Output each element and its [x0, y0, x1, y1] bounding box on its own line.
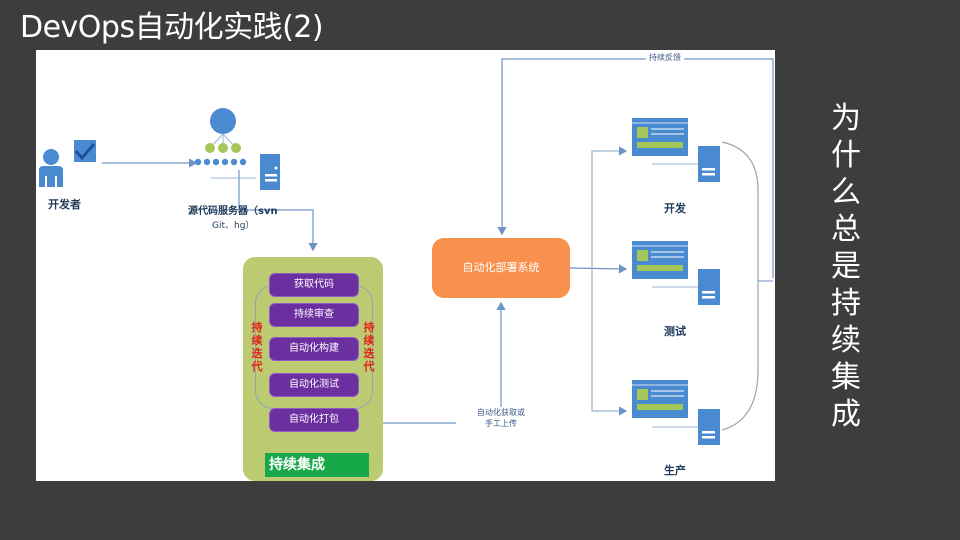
connector-deploy-out	[569, 264, 628, 274]
ci-step-build: 自动化构建	[269, 337, 359, 361]
iteration-char: 持	[363, 321, 375, 334]
env-prod-server-icon	[652, 409, 720, 445]
side-question-char: 总	[831, 212, 861, 247]
repo-label-line1: 源代码服务器（svn	[188, 206, 278, 217]
side-question-char: 集	[831, 360, 861, 395]
iteration-char: 持	[251, 321, 263, 334]
developer-label: 开发者	[48, 198, 81, 211]
feedback-label: 持续反馈	[646, 52, 684, 63]
ci-panel: 获取代码 持续审查 自动化构建 自动化测试 自动化打包 持 续 迭 代 持 续 …	[243, 257, 383, 481]
env-dev-label: 开发	[664, 202, 686, 215]
devops-diagram: 开发者 源代码服务器（svn Git、hg） 持续反馈 获取代码 持续审查 自动…	[36, 50, 775, 481]
side-question-char: 么	[831, 175, 861, 210]
deploy-system-box: 自动化部署系统	[432, 238, 570, 298]
iteration-char: 续	[251, 334, 263, 347]
ci-step-test: 自动化测试	[269, 373, 359, 397]
repo-server-icon	[260, 154, 280, 190]
slide-title: DevOps自动化实践(2)	[20, 10, 324, 45]
ci-step-package: 自动化打包	[269, 408, 359, 432]
environments-brace	[721, 141, 759, 431]
connector-repo-to-ci	[238, 170, 318, 252]
connector-to-prod-env	[591, 268, 628, 416]
env-test-server-icon	[652, 269, 720, 305]
side-question-char: 持	[831, 286, 861, 321]
env-test-window-icon	[632, 241, 688, 279]
diagram-connectors	[39, 58, 774, 445]
repo-label-line2: Git、hg）	[212, 221, 255, 231]
upload-label-line1: 自动化获取或	[477, 408, 525, 417]
env-test-label: 测试	[664, 325, 686, 338]
side-question-char: 为	[831, 101, 861, 136]
env-prod-label: 生产	[664, 464, 686, 477]
env-dev-window-icon	[632, 118, 688, 156]
connector-to-dev-env	[591, 146, 628, 268]
env-prod-window-icon	[632, 380, 688, 418]
env-dev-server-icon	[652, 146, 720, 182]
iteration-label-left: 持 续 迭 代	[250, 321, 264, 373]
iteration-char: 代	[363, 360, 375, 373]
upload-label-line2: 手工上传	[485, 419, 517, 428]
side-question: 为 什 么 总 是 持 续 集 成	[826, 100, 866, 433]
side-question-char: 续	[831, 323, 861, 358]
ci-step-review: 持续审查	[269, 303, 359, 327]
iteration-char: 迭	[251, 347, 263, 360]
iteration-char: 迭	[363, 347, 375, 360]
iteration-char: 代	[251, 360, 263, 373]
checkbox-icon	[74, 140, 96, 162]
ci-step-fetch-code: 获取代码	[269, 273, 359, 297]
side-question-char: 是	[831, 249, 861, 284]
side-question-char: 成	[831, 397, 861, 432]
repo-network-icon	[194, 108, 247, 166]
iteration-label-right: 持 续 迭 代	[362, 321, 376, 373]
side-question-char: 什	[831, 138, 861, 173]
ci-title-badge: 持续集成	[265, 453, 369, 477]
developer-icon	[39, 149, 63, 187]
connector-feedback	[497, 58, 774, 278]
upload-label: 自动化获取或 手工上传	[456, 407, 546, 429]
iteration-char: 续	[363, 334, 375, 347]
